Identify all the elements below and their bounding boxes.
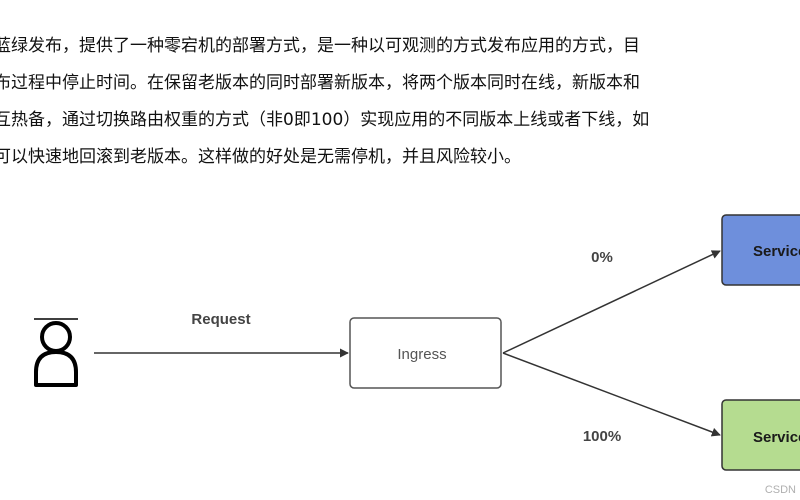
ingress-node: Ingress [349,317,502,389]
paragraph-line: 布过程中停止时间。在保留老版本的同时部署新版本，将两个版本同时在线，新版本和 [0,73,640,93]
request-label: Request [191,311,250,328]
edge-label-0: 0% [591,249,613,266]
ingress-label: Ingress [397,346,446,363]
paragraph-line: 互热备，通过切换路由权重的方式（非0即100）实现应用的不同版本上线或者下线，如 [0,110,650,130]
service-label: Service [753,243,800,260]
user-icon [34,318,78,387]
edge-arrow-blue [502,250,721,354]
watermark: CSDN [764,484,796,496]
paragraph-line: 可以快速地回滚到老版本。这样做的好处是无需停机，并且风险较小。 [0,147,521,167]
edge-label-1: 100% [583,428,621,445]
service-node-green: Service [721,399,800,471]
service-node-blue: Service [721,214,800,286]
service-label: Service [753,429,800,446]
description-paragraph: 蓝绿发布，提供了一种零宕机的部署方式，是一种以可观测的方式发布应用的方式，目 布… [0,28,800,176]
edge-arrow-green [502,352,721,437]
paragraph-line: 蓝绿发布，提供了一种零宕机的部署方式，是一种以可观测的方式发布应用的方式，目 [0,36,640,56]
